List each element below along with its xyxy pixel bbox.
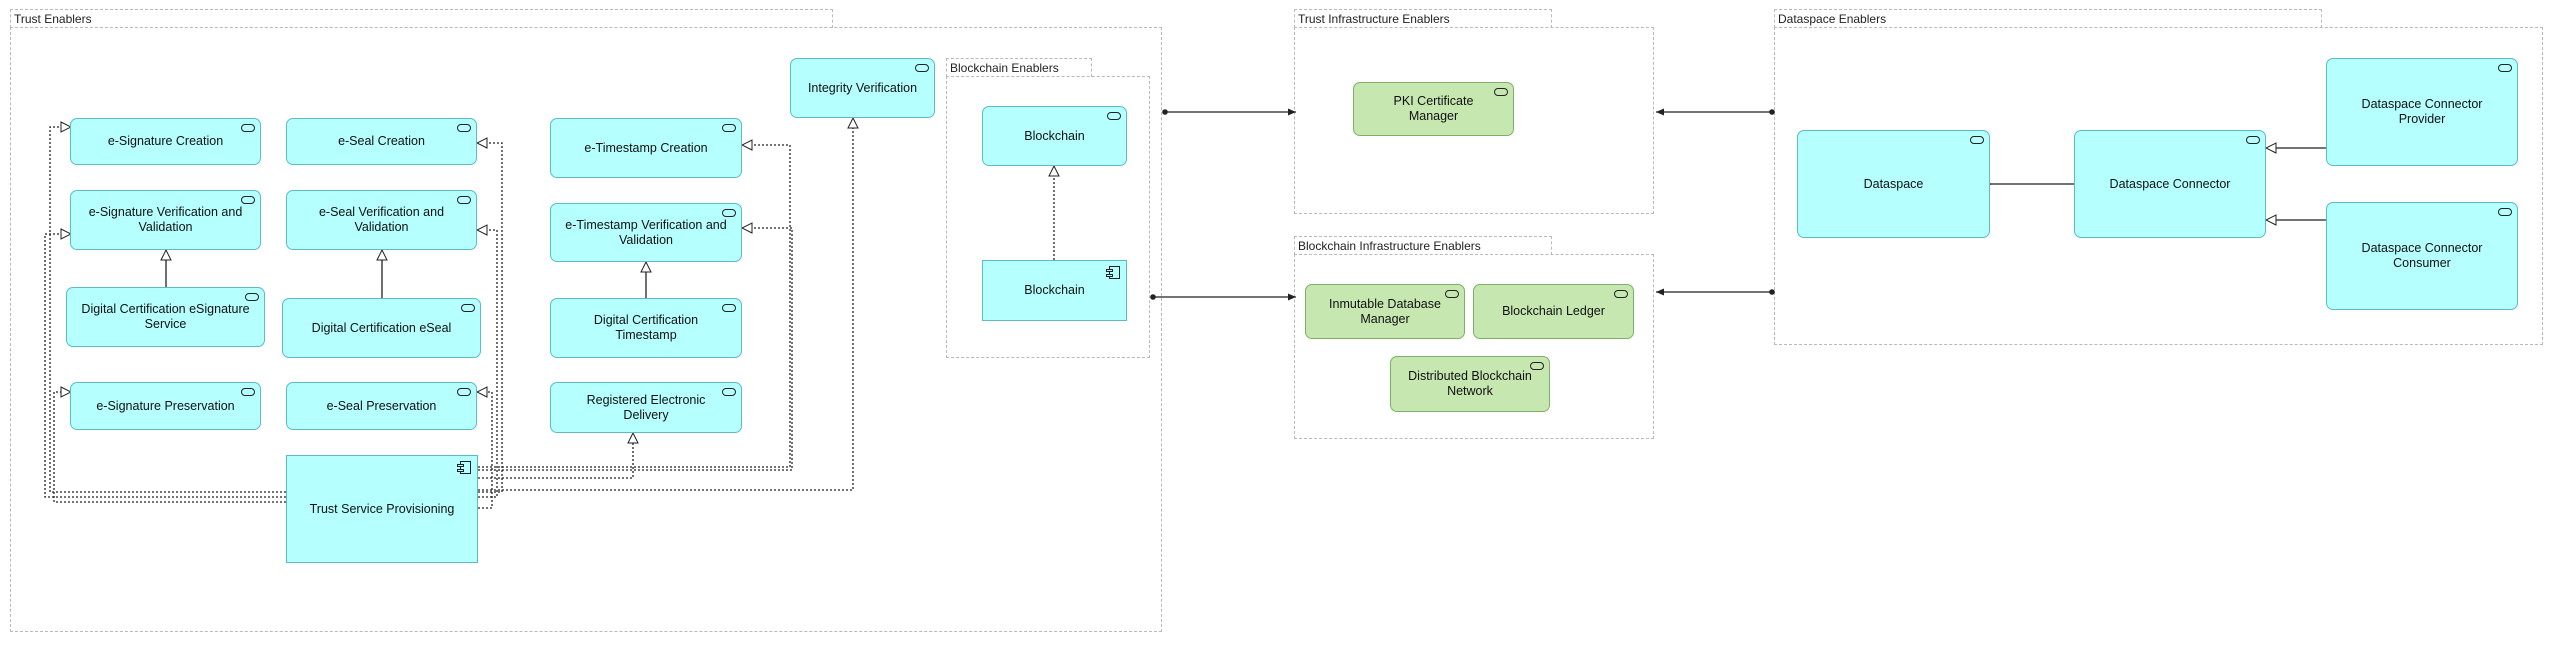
link-tsp-to-ets-creation: [478, 145, 791, 468]
node-digcert-esig-label: Digital Certification eSignature Service: [81, 302, 250, 331]
group-trust-infrastructure: [1294, 27, 1654, 214]
node-trust-service-provisioning-label: Trust Service Provisioning: [309, 501, 455, 516]
node-eseal-creation-label: e-Seal Creation: [338, 134, 425, 148]
link-tsp-to-red: [478, 433, 633, 479]
link-tsp-to-eseal-creation: [477, 143, 503, 493]
group-title-trust-enablers: Trust Enablers: [10, 9, 833, 28]
node-blockchain-service[interactable]: Blockchain: [982, 106, 1127, 166]
node-esig-verification[interactable]: e-Signature Verification and Validation: [70, 190, 261, 250]
node-esig-preservation-label: e-Signature Preservation: [96, 398, 235, 413]
node-eseal-creation[interactable]: e-Seal Creation: [286, 118, 477, 165]
group-dataspace-enablers: [1774, 27, 2543, 345]
node-digcert-eseal-label: Digital Certification eSeal: [311, 320, 452, 335]
service-icon: [1970, 136, 1984, 144]
node-connector-consumer[interactable]: Dataspace Connector Consumer: [2326, 202, 2518, 310]
service-icon: [241, 196, 255, 204]
service-icon: [461, 304, 475, 312]
node-blockchain-ledger-label: Blockchain Ledger: [1502, 304, 1605, 318]
node-eseal-verification[interactable]: e-Seal Verification and Validation: [286, 190, 477, 250]
node-digcert-timestamp[interactable]: Digital Certification Timestamp: [550, 298, 742, 358]
link-tsp-to-integrity: [478, 118, 853, 491]
link-tsp-to-eseal-verif: [477, 230, 498, 498]
service-icon: [457, 196, 471, 204]
service-icon: [1530, 362, 1544, 370]
node-integrity-verification-label: Integrity Verification: [807, 80, 918, 95]
node-blockchain-component-label: Blockchain: [1024, 283, 1085, 297]
node-connector-consumer-label: Dataspace Connector Consumer: [2361, 241, 2483, 270]
node-esig-verification-label: e-Signature Verification and Validation: [88, 205, 243, 234]
node-pki-certificate-manager[interactable]: PKI Certificate Manager: [1353, 82, 1514, 136]
node-eseal-preservation-label: e-Seal Preservation: [326, 398, 437, 413]
group-blockchain-infrastructure: [1294, 254, 1654, 439]
link-tsp-to-ets-verif: [478, 228, 793, 471]
node-dataspace-connector[interactable]: Dataspace Connector: [2074, 130, 2266, 238]
service-icon: [915, 64, 929, 72]
service-icon: [722, 209, 736, 217]
node-dataspace-label: Dataspace: [1863, 176, 1924, 191]
node-immutable-db-manager[interactable]: Inmutable Database Manager: [1305, 284, 1465, 339]
node-digcert-timestamp-label: Digital Certification Timestamp: [593, 313, 699, 342]
group-title-dataspace-enablers: Dataspace Enablers: [1774, 9, 2322, 28]
node-esig-creation-label: e-Signature Creation: [107, 134, 224, 148]
service-icon: [722, 388, 736, 396]
service-icon: [722, 304, 736, 312]
node-integrity-verification[interactable]: Integrity Verification: [790, 58, 935, 118]
group-title-blockchain-enablers: Blockchain Enablers: [946, 58, 1092, 77]
service-icon: [2498, 208, 2512, 216]
service-icon: [457, 388, 471, 396]
service-icon: [1614, 290, 1628, 298]
node-etimestamp-creation-label: e-Timestamp Creation: [584, 140, 708, 155]
link-tsp-to-esig-creation: [49, 127, 286, 493]
node-etimestamp-verification-label: e-Timestamp Verification and Validation: [565, 217, 727, 247]
node-etimestamp-verification[interactable]: e-Timestamp Verification and Validation: [550, 203, 742, 262]
link-tsp-to-eseal-pres: [477, 392, 493, 509]
node-blockchain-component[interactable]: Blockchain: [982, 260, 1127, 321]
service-icon: [1107, 112, 1121, 120]
node-dataspace[interactable]: Dataspace: [1797, 130, 1990, 238]
service-icon: [457, 124, 471, 132]
node-esig-creation[interactable]: e-Signature Creation: [70, 118, 261, 165]
group-title-blockchain-infrastructure: Blockchain Infrastructure Enablers: [1294, 236, 1552, 255]
group-title-trust-infrastructure: Trust Infrastructure Enablers: [1294, 9, 1552, 28]
node-registered-delivery[interactable]: Registered Electronic Delivery: [550, 382, 742, 433]
link-tsp-to-esig-pres: [53, 392, 286, 503]
node-eseal-verification-label: e-Seal Verification and Validation: [318, 205, 445, 234]
service-icon: [722, 124, 736, 132]
node-pki-certificate-manager-label: PKI Certificate Manager: [1393, 94, 1474, 123]
service-icon: [2498, 64, 2512, 72]
node-blockchain-service-label: Blockchain: [1024, 128, 1085, 143]
link-tsp-to-esig-verif: [44, 234, 286, 498]
service-icon: [1445, 290, 1459, 298]
node-digcert-eseal[interactable]: Digital Certification eSeal: [282, 298, 481, 358]
node-esig-preservation[interactable]: e-Signature Preservation: [70, 382, 261, 430]
component-icon: [1106, 266, 1120, 279]
node-distributed-network[interactable]: Distributed Blockchain Network: [1390, 356, 1550, 412]
service-icon: [241, 388, 255, 396]
node-blockchain-ledger[interactable]: Blockchain Ledger: [1473, 284, 1634, 339]
service-icon: [2246, 136, 2260, 144]
node-connector-provider-label: Dataspace Connector Provider: [2361, 97, 2483, 126]
service-icon: [245, 293, 259, 301]
node-distributed-network-label: Distributed Blockchain Network: [1408, 369, 1532, 398]
node-dataspace-connector-label: Dataspace Connector: [2109, 176, 2231, 191]
component-icon: [457, 461, 471, 474]
node-registered-delivery-label: Registered Electronic Delivery: [586, 392, 706, 422]
group-blockchain-enablers: [946, 76, 1150, 358]
group-trust-enablers: [10, 27, 1162, 632]
node-eseal-preservation[interactable]: e-Seal Preservation: [286, 382, 477, 430]
node-etimestamp-creation[interactable]: e-Timestamp Creation: [550, 118, 742, 178]
service-icon: [241, 124, 255, 132]
node-trust-service-provisioning[interactable]: Trust Service Provisioning: [286, 455, 478, 563]
service-icon: [1494, 88, 1508, 96]
node-digcert-esig[interactable]: Digital Certification eSignature Service: [66, 287, 265, 347]
node-immutable-db-manager-label: Inmutable Database Manager: [1329, 296, 1441, 326]
node-connector-provider[interactable]: Dataspace Connector Provider: [2326, 58, 2518, 166]
